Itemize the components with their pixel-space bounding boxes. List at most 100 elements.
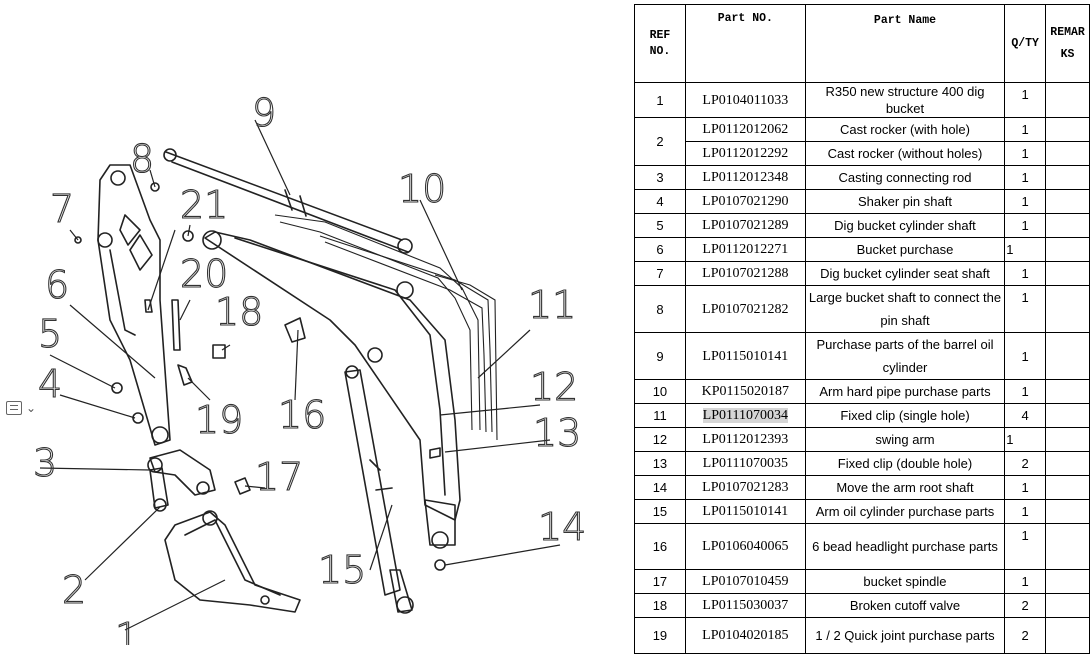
- cell-part-no: LP0112012292: [684, 141, 806, 166]
- cell-remarks: [1045, 165, 1090, 190]
- cell-part-name: Cast rocker (without holes): [804, 141, 1006, 166]
- cell-remarks: [1045, 475, 1090, 500]
- callout-8: 8: [130, 137, 154, 181]
- table-row: 3 LP0112012348 Casting connecting rod 1: [634, 165, 1090, 190]
- table-row: 15 LP0115010141 Arm oil cylinder purchas…: [634, 499, 1090, 524]
- table-row: 10 KP0115020187 Arm hard pipe purchase p…: [634, 379, 1090, 404]
- part-3-connecting-rod: [147, 449, 216, 496]
- callout-numbers: 1 2 3 4 5 6 7 8 9 10 11 12 13 14 15 16 1…: [32, 90, 586, 645]
- cell-ref: 19: [634, 617, 686, 654]
- cell-ref: 2: [634, 117, 686, 166]
- cell-ref: 7: [634, 261, 686, 286]
- reading-list-button[interactable]: ⌄: [6, 397, 40, 419]
- callout-16: 16: [278, 393, 326, 437]
- parts-list-table: REF NO. Part NO. Part Name Q/TY REMARKS …: [634, 4, 1090, 654]
- cell-ref: 13: [634, 451, 686, 476]
- cell-qty: 1: [1004, 427, 1047, 452]
- diagram-drawing: 1 2 3 4 5 6 7 8 9 10 11 12 13 14 15 16 1…: [32, 90, 586, 645]
- cell-qty: 1: [1004, 213, 1047, 238]
- table-row: 5 LP0107021289 Dig bucket cylinder shaft…: [634, 213, 1090, 238]
- cell-remarks: [1045, 82, 1090, 118]
- table-row: 2 LP0112012062 Cast rocker (with hole) 1: [634, 117, 1090, 166]
- cell-ref: 9: [634, 332, 686, 380]
- cell-part-no: LP0107021288: [684, 261, 806, 286]
- cell-qty: 1: [1004, 189, 1047, 214]
- cell-part-name: Move the arm root shaft: [804, 475, 1006, 500]
- cell-remarks: [1045, 117, 1090, 142]
- cell-remarks: [1045, 569, 1090, 594]
- part-6-linkage: [97, 164, 171, 446]
- cell-part-name: Bucket purchase: [804, 237, 1006, 262]
- cell-remarks: [1045, 261, 1090, 286]
- exploded-parts-diagram: 1 2 3 4 5 6 7 8 9 10 11 12 13 14 15 16 1…: [32, 90, 586, 645]
- callout-11: 11: [528, 283, 576, 327]
- callout-1: 1: [115, 615, 139, 645]
- highlighted-part-no: LP0111070034: [702, 408, 788, 423]
- cell-part-no: LP0115010141: [684, 499, 806, 524]
- callout-14: 14: [538, 505, 586, 549]
- cell-part-name: Dig bucket cylinder shaft: [804, 213, 1006, 238]
- cell-remarks: [1045, 523, 1090, 570]
- cell-qty: 1: [1004, 141, 1047, 166]
- cell-part-no: LP0111070035: [684, 451, 806, 476]
- part-15-cylinder: [344, 365, 414, 614]
- cell-ref: 8: [634, 285, 686, 333]
- cell-part-name: bucket spindle: [804, 569, 1006, 594]
- cell-remarks: [1045, 617, 1090, 654]
- cell-part-name: Shaker pin shaft: [804, 189, 1006, 214]
- cell-part-no: LP0106040065: [684, 523, 806, 570]
- header-part-no: Part NO.: [684, 4, 806, 83]
- cell-part-no: LP0115010141: [684, 332, 806, 380]
- cell-remarks: [1045, 213, 1090, 238]
- cell-qty: 1: [1004, 165, 1047, 190]
- chevron-down-icon[interactable]: ⌄: [26, 401, 37, 415]
- cell-ref: 14: [634, 475, 686, 500]
- cell-ref: 15: [634, 499, 686, 524]
- cell-remarks: [1045, 427, 1090, 452]
- cell-part-name: Fixed clip (double hole): [804, 451, 1006, 476]
- leader-lines: [39, 119, 561, 631]
- cell-ref: 12: [634, 427, 686, 452]
- cell-qty: 2: [1004, 451, 1047, 476]
- cell-part-no: LP0112012393: [684, 427, 806, 452]
- cell-part-name: Fixed clip (single hole): [804, 403, 1006, 428]
- part-1-bucket: [164, 510, 301, 613]
- cell-part-name: swing arm: [804, 427, 1006, 452]
- cell-qty: 1: [1004, 379, 1047, 404]
- cell-part-name: Arm oil cylinder purchase parts: [804, 499, 1006, 524]
- table-row: 16 LP0106040065 6 bead headlight purchas…: [634, 523, 1090, 570]
- cell-qty: 2: [1004, 593, 1047, 618]
- cell-part-name: Casting connecting rod: [804, 165, 1006, 190]
- callout-19: 19: [195, 398, 243, 442]
- callout-9: 9: [252, 91, 276, 135]
- cell-part-no: LP0112012271: [684, 237, 806, 262]
- cell-remarks: [1045, 403, 1090, 428]
- callout-10: 10: [398, 167, 446, 211]
- callout-21: 21: [180, 183, 228, 227]
- cell-qty: 1: [1004, 475, 1047, 500]
- callout-18: 18: [215, 290, 263, 334]
- cell-part-name: 6 bead headlight purchase parts: [804, 523, 1006, 570]
- cell-part-no: LP0107021290: [684, 189, 806, 214]
- reading-list-icon: [6, 401, 22, 415]
- cell-part-no: LP0111070034: [684, 403, 806, 428]
- cell-ref: 17: [634, 569, 686, 594]
- header-remarks: REMARKS: [1045, 4, 1090, 83]
- cell-qty: 1: [1004, 237, 1047, 262]
- table-row: 9 LP0115010141 Purchase parts of the bar…: [634, 332, 1090, 380]
- table-row: 18 LP0115030037 Broken cutoff valve 2: [634, 593, 1090, 618]
- table-row: LP0112012292 Cast rocker (without holes)…: [635, 141, 1090, 166]
- callout-17: 17: [255, 455, 303, 499]
- cell-ref: 18: [634, 593, 686, 618]
- table-header-row: REF NO. Part NO. Part Name Q/TY REMARKS: [634, 4, 1090, 83]
- cell-ref: 11: [634, 403, 686, 428]
- header-qty: Q/TY: [1004, 4, 1047, 83]
- cell-part-no: KP0115020187: [684, 379, 806, 404]
- table-row: 17 LP0107010459 bucket spindle 1: [634, 569, 1090, 594]
- cell-part-no: LP0104011033: [684, 82, 806, 118]
- cell-part-name: Broken cutoff valve: [804, 593, 1006, 618]
- cell-qty: 1: [1004, 569, 1047, 594]
- cell-part-name: Arm hard pipe purchase parts: [804, 379, 1006, 404]
- table-row: 19 LP0104020185 1 / 2 Quick joint purcha…: [634, 617, 1090, 654]
- table-row: 14 LP0107021283 Move the arm root shaft …: [634, 475, 1090, 500]
